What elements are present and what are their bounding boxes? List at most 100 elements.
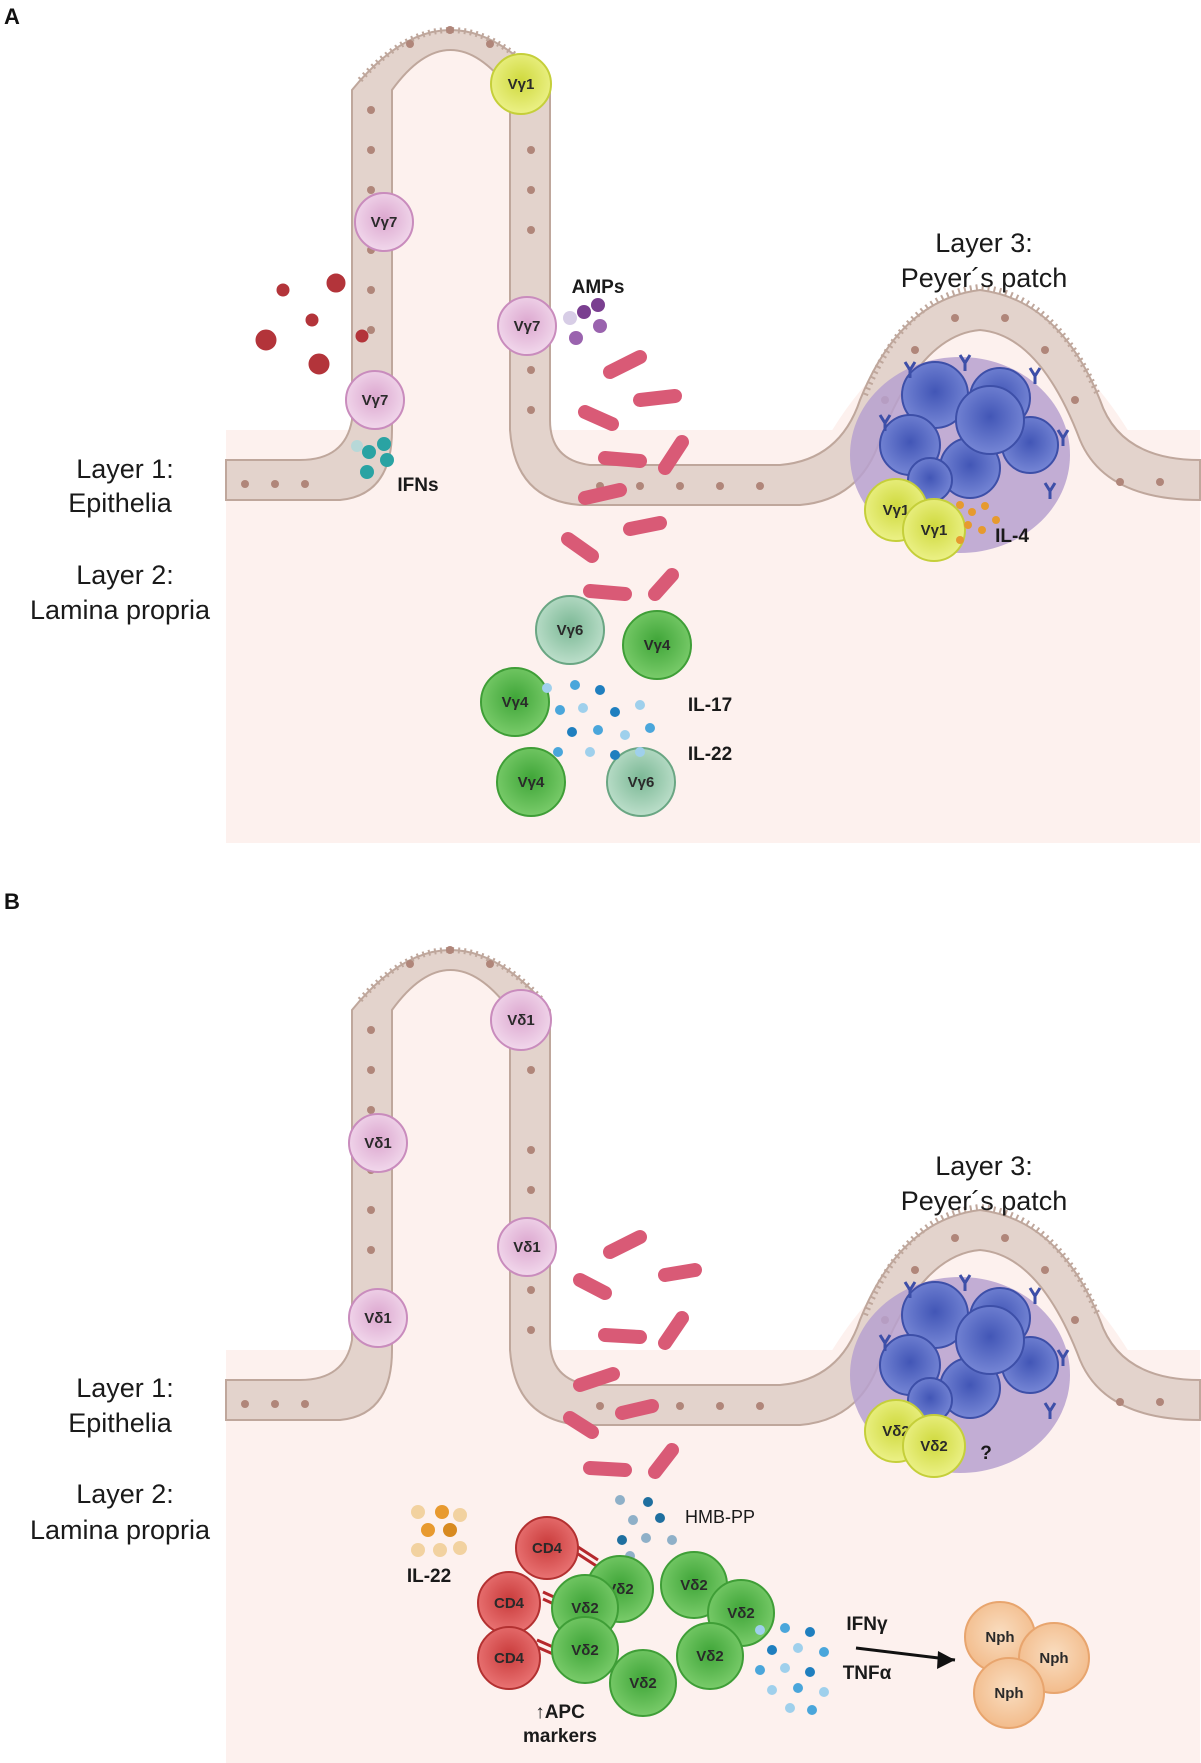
epithelium-band-a xyxy=(225,29,1201,506)
svg-text:Nph: Nph xyxy=(994,1685,1023,1702)
label-il17-a: IL-17 xyxy=(688,695,732,716)
label-apc-line2-b: markers xyxy=(523,1726,597,1747)
tissue-b xyxy=(225,946,1201,1763)
svg-text:CD4: CD4 xyxy=(494,1595,525,1612)
hmbpp-dots-b xyxy=(615,1495,677,1561)
panel-b: B xyxy=(4,889,1201,1763)
svg-text:Vδ2: Vδ2 xyxy=(571,1600,598,1617)
layer3-line2-a: Peyer´s patch xyxy=(901,263,1068,293)
cell-vg4-a3: Vγ4 xyxy=(496,747,566,817)
layer2-line1-a: Layer 2: xyxy=(76,560,174,590)
virus-icons-a xyxy=(255,273,369,375)
il22-dots-b xyxy=(411,1505,467,1557)
svg-text:Vδ2: Vδ2 xyxy=(629,1675,656,1692)
svg-text:Vδ1: Vδ1 xyxy=(507,1012,534,1029)
label-il22-b: IL-22 xyxy=(407,1566,451,1587)
layer2-line1-b: Layer 2: xyxy=(76,1479,174,1509)
antibody-icons-b xyxy=(878,1274,1070,1419)
svg-text:Vδ1: Vδ1 xyxy=(364,1135,391,1152)
cell-vg7-a1: Vγ7 xyxy=(354,192,414,252)
bacteria-b xyxy=(563,1230,702,1479)
cell-cd4-b1: CD4 xyxy=(515,1516,579,1580)
il4-dots-a xyxy=(956,501,1000,544)
cell-vd2-b7: Vδ2 xyxy=(676,1622,744,1690)
svg-text:Vγ6: Vγ6 xyxy=(628,774,655,791)
svg-text:Vγ7: Vγ7 xyxy=(371,214,398,231)
cell-vg1-patch-2-a: Vγ1 xyxy=(902,498,966,562)
cell-vd2-patch-2-b: Vδ2 xyxy=(902,1414,966,1478)
svg-text:CD4: CD4 xyxy=(494,1650,525,1667)
svg-text:Vδ2: Vδ2 xyxy=(696,1648,723,1665)
svg-text:Vγ7: Vγ7 xyxy=(514,318,541,335)
label-il4-a: IL-4 xyxy=(995,526,1029,547)
cell-cd4-b3: CD4 xyxy=(477,1626,541,1690)
b-cell-cluster-b xyxy=(879,1281,1059,1423)
cell-vg6-a1: Vγ6 xyxy=(535,595,605,665)
il17-il22-dots-a xyxy=(542,680,655,760)
layer1-line2-a: Epithelia xyxy=(68,488,173,518)
panel-a: A xyxy=(4,4,1201,843)
layer2-line2-a: Lamina propria xyxy=(30,595,211,625)
neutrophil-b1: Nph xyxy=(964,1601,1036,1673)
svg-text:Vδ2: Vδ2 xyxy=(680,1577,707,1594)
label-question-b: ? xyxy=(980,1443,992,1464)
svg-text:Vγ6: Vγ6 xyxy=(557,622,584,639)
svg-text:Vδ2: Vδ2 xyxy=(882,1423,909,1440)
svg-text:Vγ1: Vγ1 xyxy=(883,502,910,519)
arrow-to-neutrophils-b xyxy=(855,1646,956,1669)
amp-dots-a xyxy=(563,298,607,345)
svg-text:Vγ1: Vγ1 xyxy=(921,522,948,539)
label-il22-a: IL-22 xyxy=(688,744,732,765)
svg-text:Vγ4: Vγ4 xyxy=(502,694,529,711)
cell-vg4-a2: Vγ4 xyxy=(480,667,550,737)
label-ifng-b: IFNγ xyxy=(846,1614,888,1635)
villus-interior-a xyxy=(392,50,510,470)
bacteria-a xyxy=(561,350,689,601)
svg-text:Vδ1: Vδ1 xyxy=(513,1239,540,1256)
layer1-line1-b: Layer 1: xyxy=(76,1373,174,1403)
layer3-line2-b: Peyer´s patch xyxy=(901,1186,1068,1216)
ifng-tnfa-dots-b xyxy=(755,1623,829,1715)
label-apc-line1-b: ↑APC xyxy=(535,1702,585,1723)
svg-text:Nph: Nph xyxy=(985,1629,1014,1646)
layer1-line2-b: Epithelia xyxy=(68,1408,173,1438)
svg-text:Vδ2: Vδ2 xyxy=(727,1605,754,1622)
cell-vg6-a2: Vγ6 xyxy=(606,747,676,817)
svg-text:Vγ4: Vγ4 xyxy=(644,637,671,654)
ifn-dots-a xyxy=(351,437,394,479)
svg-text:Vδ2: Vδ2 xyxy=(571,1642,598,1659)
cell-vg1-top-a: Vγ1 xyxy=(490,53,552,115)
svg-text:Vγ4: Vγ4 xyxy=(518,774,545,791)
label-ifns-a: IFNs xyxy=(397,475,438,496)
label-tnfa-b: TNFα xyxy=(843,1663,892,1684)
cell-vd1-b1: Vδ1 xyxy=(490,989,552,1051)
svg-text:Vδ1: Vδ1 xyxy=(364,1310,391,1327)
layer3-line1-b: Layer 3: xyxy=(935,1151,1033,1181)
svg-text:Vγ1: Vγ1 xyxy=(508,76,535,93)
label-hmbpp-b: HMB-PP xyxy=(685,1507,755,1527)
cell-cd4-b2: CD4 xyxy=(477,1571,541,1635)
microvilli-a xyxy=(357,27,545,83)
svg-text:Vδ2: Vδ2 xyxy=(920,1438,947,1455)
neutrophil-b3: Nph xyxy=(973,1657,1045,1729)
panel-letter-a: A xyxy=(4,4,20,29)
cell-vd1-b4: Vδ1 xyxy=(348,1288,408,1348)
epithelium-band-b xyxy=(225,949,1201,1426)
tissue-a xyxy=(225,26,1201,843)
cell-vd1-b3: Vδ1 xyxy=(497,1217,557,1277)
b-cell-cluster-a xyxy=(879,361,1059,503)
svg-text:Nph: Nph xyxy=(1039,1650,1068,1667)
layer1-line1-a: Layer 1: xyxy=(76,454,174,484)
villus-interior-b xyxy=(392,970,510,1390)
panel-letter-b: B xyxy=(4,889,20,914)
svg-text:Vγ7: Vγ7 xyxy=(362,392,389,409)
cell-vd2-b4: Vδ2 xyxy=(609,1649,677,1717)
label-amps-a: AMPs xyxy=(572,277,625,298)
cell-vg7-a3: Vγ7 xyxy=(345,370,405,430)
cell-vd2-b3: Vδ2 xyxy=(551,1616,619,1684)
layer2-line2-b: Lamina propria xyxy=(30,1515,211,1545)
cell-vd1-b2: Vδ1 xyxy=(348,1113,408,1173)
svg-text:CD4: CD4 xyxy=(532,1540,563,1557)
layer3-line1-a: Layer 3: xyxy=(935,228,1033,258)
